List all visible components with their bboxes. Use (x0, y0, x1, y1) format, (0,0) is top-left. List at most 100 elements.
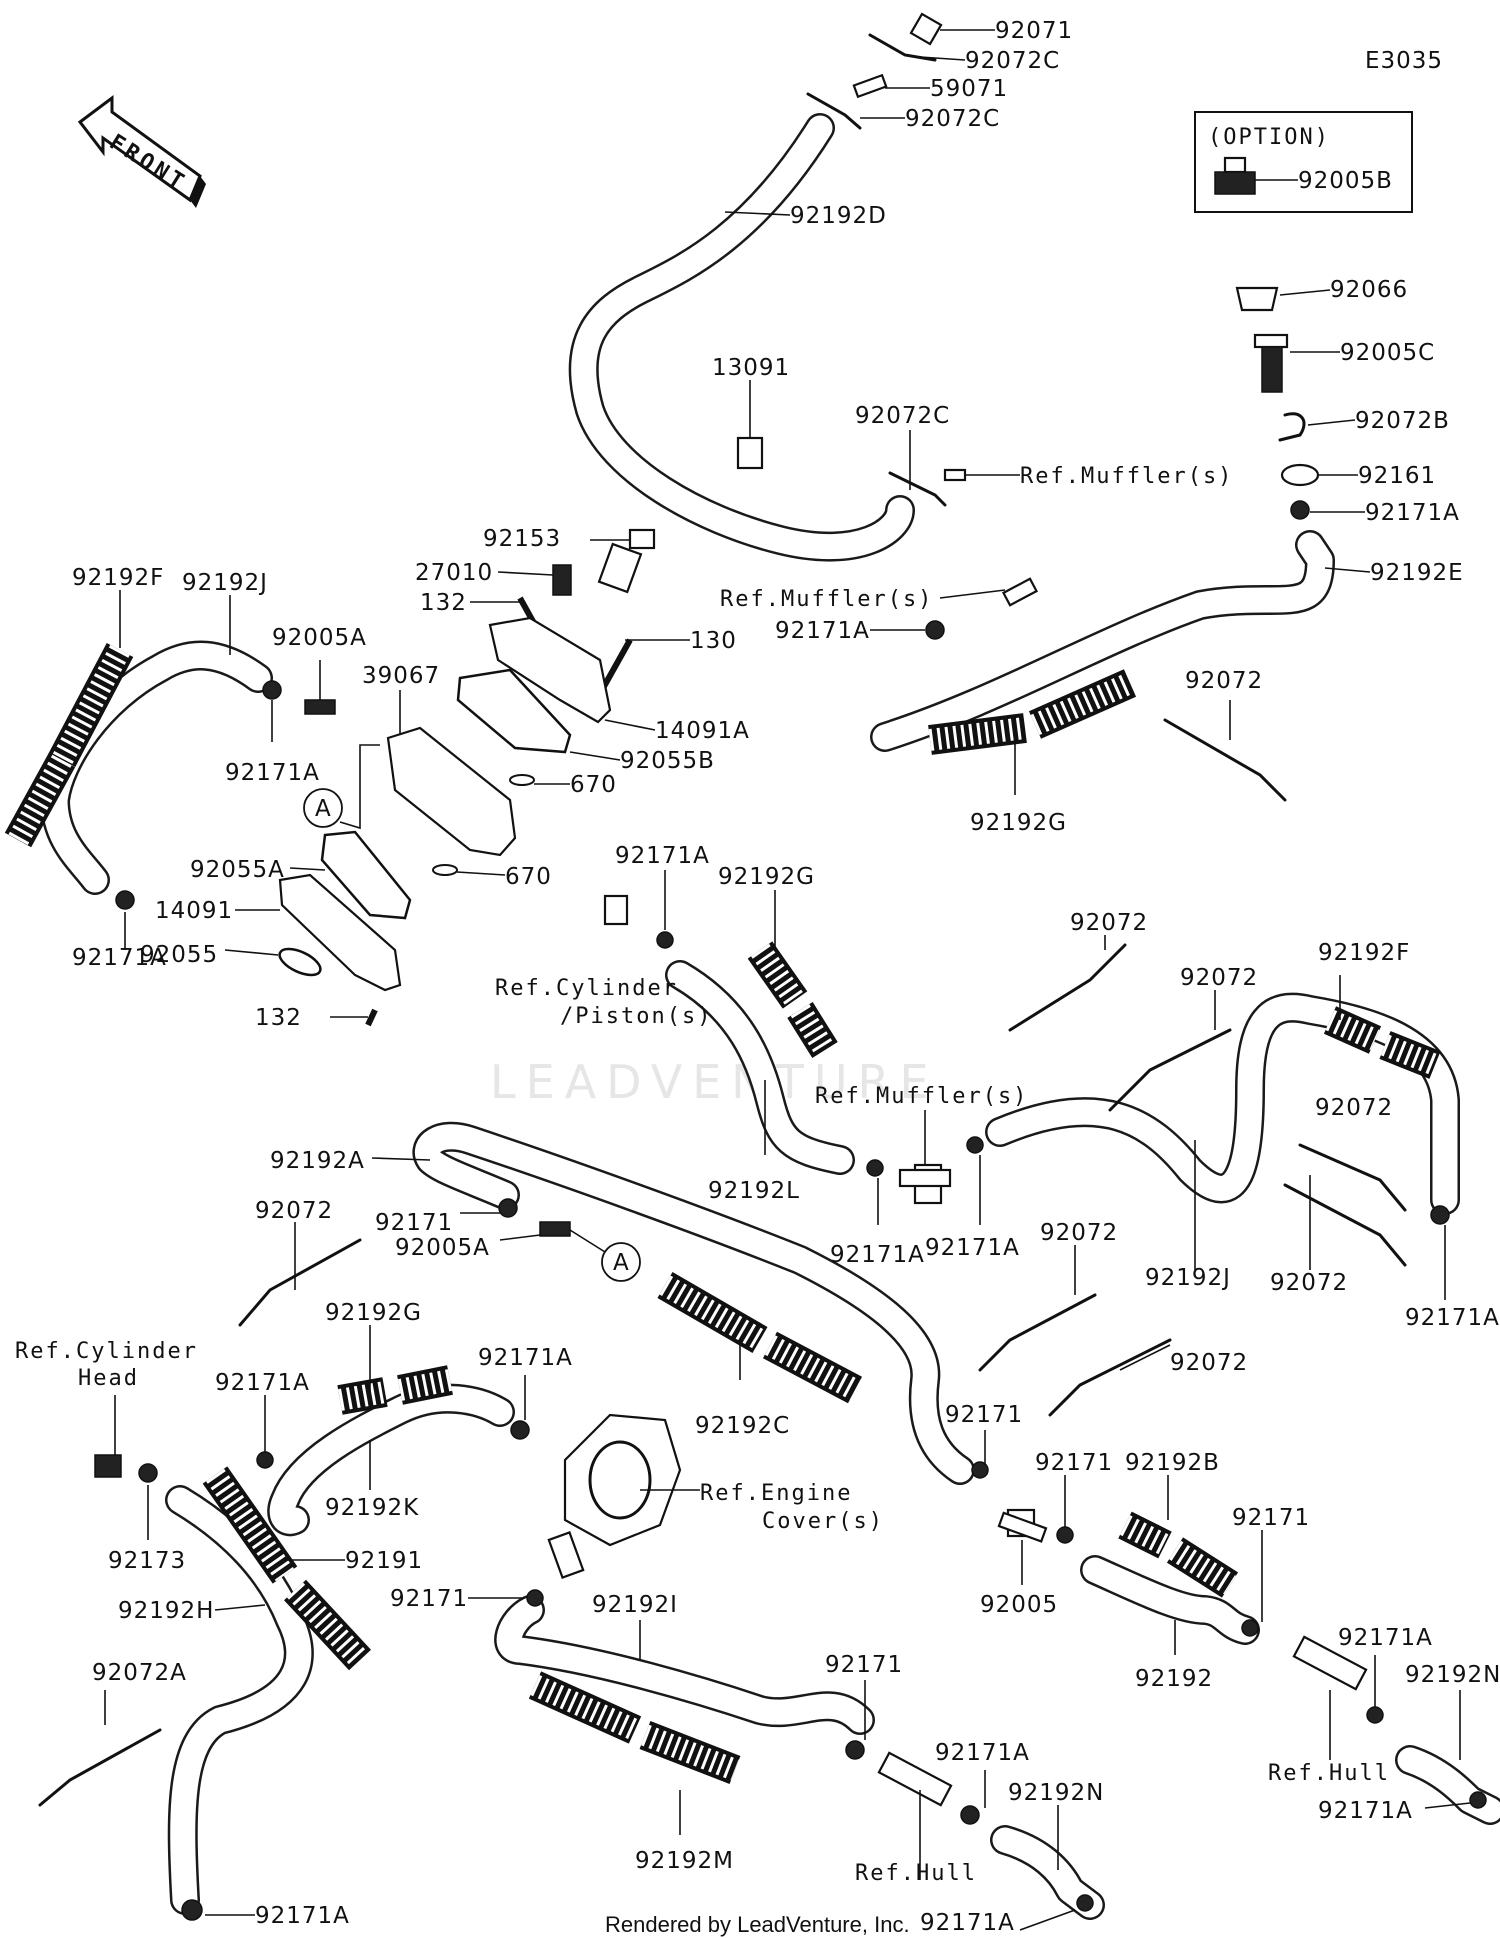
part-labels: 92071 92072C 59071 92072C 92192D 92066 9… (15, 18, 1500, 1936)
clamp-92171a-r (925, 620, 945, 640)
label-92072-m3: 92072 (1040, 1220, 1118, 1246)
fitting-hull-right (1292, 1635, 1368, 1691)
clamp-92171a-bl (181, 1899, 203, 1921)
label-92072b: 92072B (1355, 408, 1450, 434)
clamp-92171-b (845, 1740, 865, 1760)
label-92192j-left: 92192J (182, 570, 268, 596)
clamp-92171a-b (960, 1805, 980, 1825)
fitting-92071 (909, 12, 943, 46)
oring-670-1 (509, 774, 535, 786)
sleeve-92191 (202, 1466, 371, 1671)
label-92072-m5: 92072 (1270, 1270, 1348, 1296)
label-ref-cylinder-piston-2: /Piston(s) (560, 1004, 712, 1029)
label-92192m: 92192M (635, 1848, 734, 1874)
label-92171-c2: 92171 (1035, 1450, 1113, 1476)
leader-lines (104, 29, 1471, 1931)
gasket-92055b (456, 668, 572, 754)
engine-cover (547, 1413, 682, 1579)
bolt-130 (599, 638, 633, 692)
housing-39067 (386, 726, 517, 857)
gasket-92055a (320, 830, 412, 920)
sleeve-92192g-right (928, 669, 1137, 755)
label-92192b: 92192B (1125, 1450, 1220, 1476)
label-92192j-right: 92192J (1145, 1265, 1231, 1291)
sleeve-92192m (528, 1671, 741, 1784)
option-label: (OPTION) (1208, 125, 1330, 150)
label-92192h: 92192H (118, 1598, 214, 1624)
clamp-92171a-bb (1076, 1894, 1094, 1912)
label-130: 130 (690, 628, 737, 654)
label-92171a-m1: 92171A (830, 1242, 925, 1268)
switch-27010 (552, 564, 572, 596)
tie-92072-r1 (1163, 718, 1287, 802)
tie-92072-l1 (238, 1238, 362, 1327)
oring-670-2 (432, 864, 458, 876)
label-ref-muffler-2: Ref.Muffler(s) (720, 587, 933, 612)
fitting-hull-bottom (877, 1751, 953, 1807)
plug-92005c (1253, 333, 1289, 393)
label-14091: 14091 (155, 898, 233, 924)
label-ref-cylinder-piston-1: Ref.Cylinder (495, 976, 678, 1001)
clamp-92171a-l3 (256, 1451, 274, 1469)
fitting-92153 (597, 528, 656, 594)
clamp-92171a-rr2 (1366, 1706, 1384, 1724)
clamp-92171-c1 (971, 1461, 989, 1479)
label-92171-b: 92171 (825, 1652, 903, 1678)
label-ref-cyl-head-1: Ref.Cylinder (15, 1339, 198, 1364)
label-92192l: 92192L (708, 1178, 800, 1204)
label-92171a-bl: 92171A (255, 1903, 350, 1929)
sleeve-92192f-right (1323, 1006, 1441, 1079)
hose-92192d (568, 113, 915, 562)
label-92171a-l3: 92171A (215, 1370, 310, 1396)
label-92171a-l2: 92171A (72, 945, 167, 971)
label-92005c: 92005C (1340, 340, 1435, 366)
label-ref-muffler-3: Ref.Muffler(s) (815, 1084, 1028, 1109)
label-670-1: 670 (570, 772, 617, 798)
label-92171a-rr: 92171A (1405, 1305, 1500, 1331)
label-ref-engine-1: Ref.Engine (700, 1481, 852, 1506)
label-92005a-1: 92005A (272, 625, 367, 651)
watermark: LEADVENTURE (490, 1055, 939, 1109)
label-92173: 92173 (108, 1548, 186, 1574)
clamp-92173 (138, 1463, 158, 1483)
label-92005b: 92005B (1298, 168, 1393, 194)
label-92192a: 92192A (270, 1148, 365, 1174)
label-92192i: 92192I (592, 1592, 678, 1618)
front-arrow-icon: FRONT (77, 95, 206, 208)
label-ref-hull-bottom: Ref.Hull (855, 1861, 977, 1886)
label-92055a: 92055A (190, 857, 285, 883)
label-92192d: 92192D (790, 203, 887, 229)
label-92066: 92066 (1330, 277, 1408, 303)
clamp-92171a-top (1290, 500, 1310, 520)
footer-credit: Rendered by LeadVenture, Inc. (605, 1912, 910, 1937)
drain-plug-icon (1214, 156, 1256, 195)
label-92055b: 92055B (620, 748, 715, 774)
bolt-132-2 (365, 1008, 378, 1027)
label-92171-l: 92171 (390, 1586, 468, 1612)
sleeve-92192g-center (747, 941, 838, 1058)
fitting-92005a-1 (304, 699, 336, 715)
corrugated-sleeves (4, 643, 1441, 1784)
label-92072-m2: 92072 (1180, 965, 1258, 991)
label-92171a-b: 92171A (935, 1740, 1030, 1766)
tie-92072-m3 (978, 1293, 1097, 1372)
sleeve-92192g-left (337, 1365, 453, 1415)
label-92192n-bottom: 92192N (1008, 1780, 1104, 1806)
label-92192g-right: 92192G (970, 810, 1067, 836)
cover-14091a (488, 616, 612, 724)
label-132-2: 132 (255, 1005, 302, 1031)
clamp-92171-c2 (1056, 1526, 1074, 1544)
tie-92072-m4 (1298, 1143, 1407, 1212)
label-92171a-r: 92171A (775, 618, 870, 644)
clamp-92072b (1278, 412, 1306, 442)
tie-92072-m6 (1048, 1338, 1172, 1417)
clamp-92171a-rr (1430, 1205, 1450, 1225)
label-92192g-center: 92192G (718, 864, 815, 890)
label-92171-c1: 92171 (945, 1402, 1023, 1428)
label-92171a-c2: 92171A (478, 1345, 573, 1371)
cable-ties (38, 33, 1407, 1807)
cap-92066 (1235, 286, 1279, 312)
clamp-92171 (498, 1198, 518, 1218)
label-92072-l1: 92072 (255, 1198, 333, 1224)
tie-92072-m1 (1008, 943, 1127, 1032)
